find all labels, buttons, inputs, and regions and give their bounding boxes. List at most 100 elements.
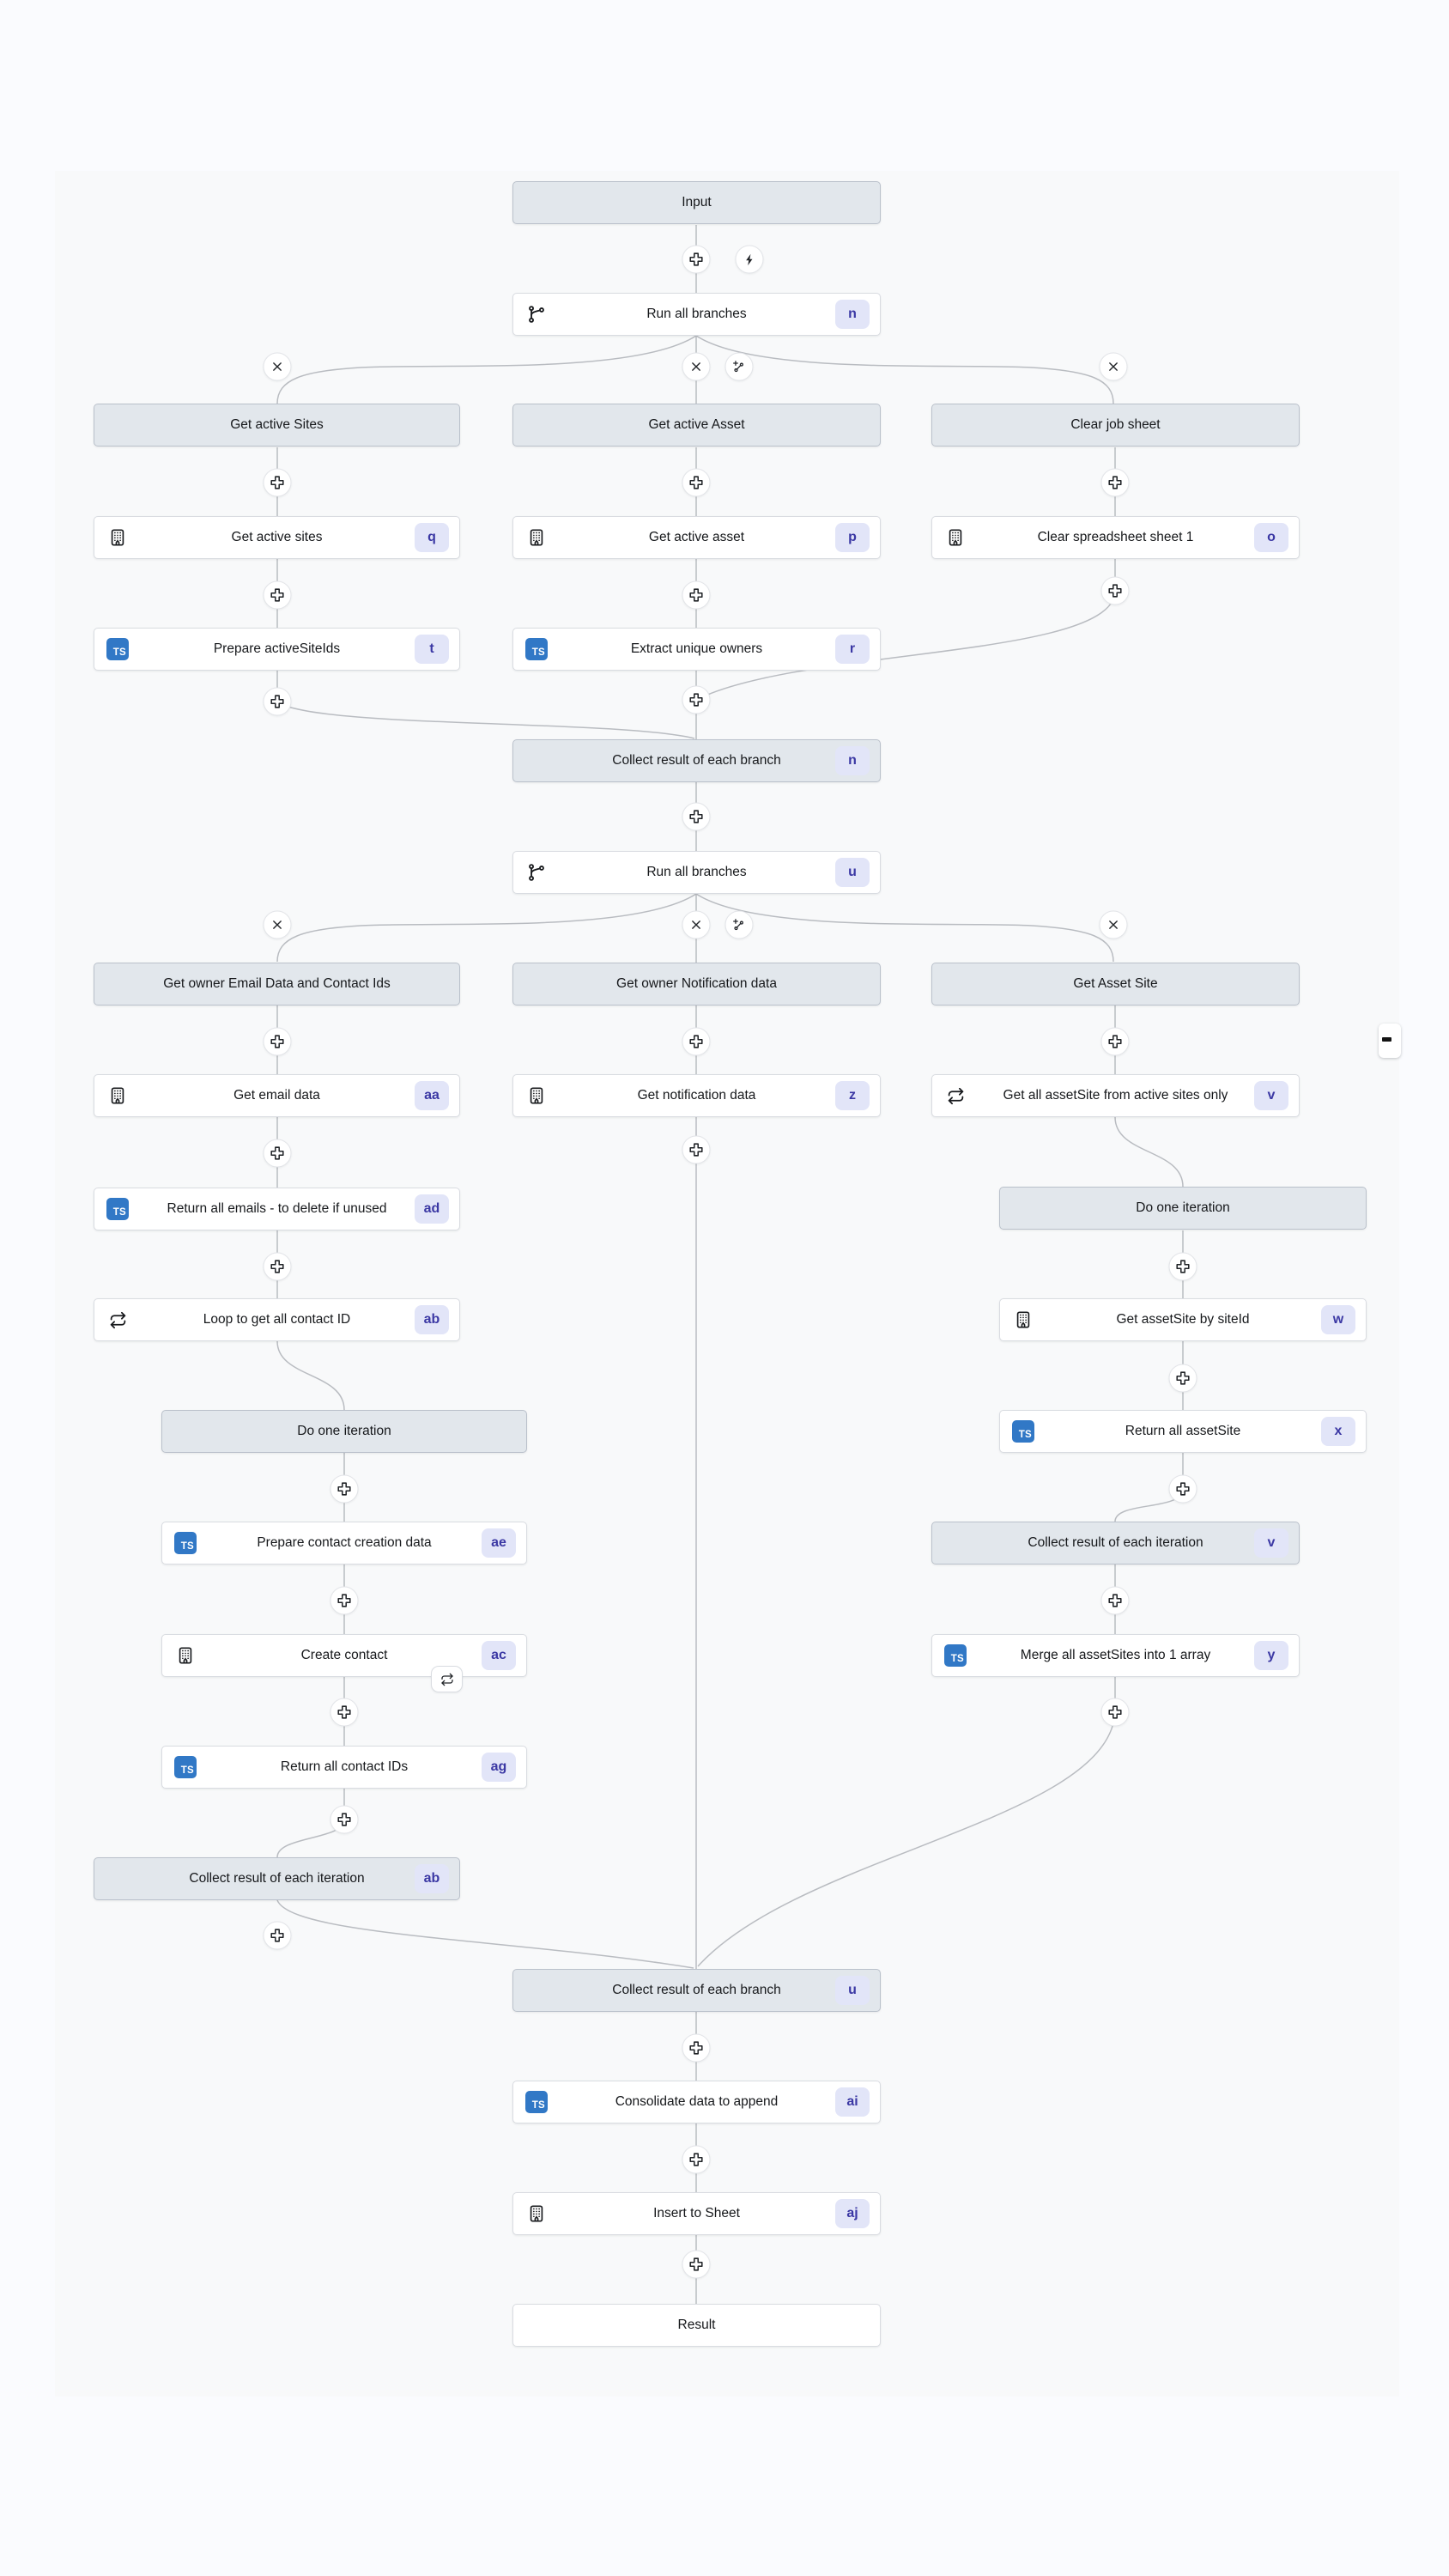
plus-button[interactable] [263, 580, 292, 610]
plus-button[interactable] [682, 802, 711, 831]
retry-loop-button[interactable] [431, 1666, 463, 1692]
building-icon [525, 2202, 548, 2225]
plus-button[interactable] [1100, 468, 1130, 497]
plus-button[interactable] [1100, 1698, 1130, 1727]
x-button[interactable] [1099, 910, 1128, 939]
node-badge: n [835, 300, 870, 329]
plus-button[interactable] [682, 580, 711, 610]
plus-button[interactable] [682, 2145, 711, 2174]
x-button[interactable] [263, 352, 292, 381]
node-do-one-iteration[interactable]: Do one iteration [999, 1187, 1367, 1230]
plus-button[interactable] [263, 1921, 292, 1950]
node-label: Create contact [300, 1648, 388, 1662]
plus-button[interactable] [682, 2033, 711, 2063]
plus-button[interactable] [682, 245, 711, 274]
node-get-active-asset[interactable]: Get active Asset [512, 404, 881, 447]
plus-icon [1176, 1371, 1191, 1386]
plus-button[interactable] [1100, 1586, 1130, 1615]
plus-button[interactable] [330, 1474, 359, 1504]
node-badge: r [835, 635, 870, 664]
node-badge: aj [835, 2199, 870, 2228]
node-input[interactable]: Input [512, 181, 881, 224]
node-get-all-assetsite-from-active-sites-only[interactable]: Get all assetSite from active sites only… [931, 1074, 1300, 1117]
plus-button[interactable] [1168, 1252, 1197, 1281]
plus-button[interactable] [263, 1252, 292, 1281]
plus-button[interactable] [330, 1698, 359, 1727]
x-button[interactable] [263, 910, 292, 939]
node-label: Merge all assetSites into 1 array [1020, 1648, 1211, 1662]
node-get-active-sites[interactable]: Get active Sites [94, 404, 460, 447]
ts-icon: TS [944, 1644, 967, 1667]
plus-button[interactable] [263, 687, 292, 716]
x-button[interactable] [682, 910, 711, 939]
x-button[interactable] [682, 352, 711, 381]
plus-button[interactable] [1168, 1364, 1197, 1393]
x-icon [690, 361, 703, 374]
plus-icon [270, 1146, 285, 1161]
node-get-asset-site[interactable]: Get Asset Site [931, 963, 1300, 1005]
zoom-out-control[interactable] [1379, 1024, 1401, 1058]
plus-button[interactable] [682, 1027, 711, 1056]
node-label: Result [677, 2318, 716, 2332]
plus-button[interactable] [1100, 1027, 1130, 1056]
plus-button[interactable] [1168, 1474, 1197, 1504]
plus-button[interactable] [1100, 576, 1130, 605]
node-result[interactable]: Result [512, 2304, 881, 2347]
plus-button[interactable] [330, 1805, 359, 1834]
plus-button[interactable] [263, 468, 292, 497]
plus-button[interactable] [682, 2250, 711, 2279]
plus-icon [337, 1813, 352, 1827]
plus-button[interactable] [330, 1586, 359, 1615]
bolt-button[interactable] [735, 245, 764, 274]
plus-icon [270, 1035, 285, 1049]
node-label: Get owner Notification data [616, 976, 777, 991]
node-badge: t [415, 635, 449, 664]
node-label: Return all assetSite [1125, 1424, 1241, 1438]
branch-add-button[interactable] [724, 910, 754, 939]
git-branch-icon [525, 303, 548, 325]
plus-icon [1108, 1705, 1123, 1720]
plus-button[interactable] [263, 1027, 292, 1056]
node-badge: aa [415, 1081, 449, 1110]
plus-button[interactable] [263, 1139, 292, 1168]
plus-button[interactable] [682, 1135, 711, 1164]
plus-icon [689, 1035, 704, 1049]
node-badge: ai [835, 2087, 870, 2117]
node-do-one-iteration[interactable]: Do one iteration [161, 1410, 527, 1453]
node-get-owner-notification-data[interactable]: Get owner Notification data [512, 963, 881, 1005]
plus-button[interactable] [682, 468, 711, 497]
node-label: Get Asset Site [1073, 976, 1158, 991]
node-label: Run all branches [646, 865, 747, 879]
branch-add-button[interactable] [724, 352, 754, 381]
node-clear-job-sheet[interactable]: Clear job sheet [931, 404, 1300, 447]
node-label: Get assetSite by siteId [1116, 1312, 1250, 1327]
plus-icon [689, 476, 704, 490]
x-button[interactable] [1099, 352, 1128, 381]
node-get-owner-email-data-and-contact-ids[interactable]: Get owner Email Data and Contact Ids [94, 963, 460, 1005]
plus-button[interactable] [682, 685, 711, 714]
